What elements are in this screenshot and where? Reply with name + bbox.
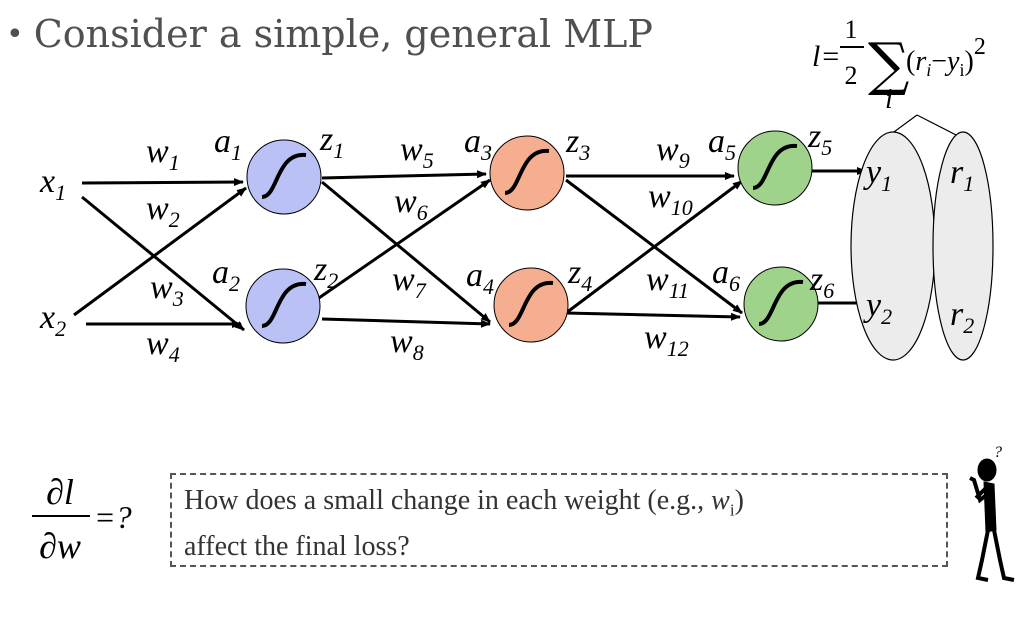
weight-label-w4: w4 [146,325,180,367]
edge-z1-a3 [321,170,487,180]
target-label-r1: r1 [950,154,974,196]
question-box: How does a small change in each weight (… [170,473,948,567]
output-label-z6: z6 [809,261,834,303]
question-text: How does a small change in each weight (… [184,483,744,565]
activation-label-a1: a1 [214,123,242,165]
neuron-4-body [493,267,569,343]
weight-label-w2: w2 [146,190,180,232]
edge-z2-a3 [315,178,491,302]
neuron-5-body [737,130,813,206]
sigmoid-icon [752,143,798,190]
weight-label-w8: w8 [390,323,424,365]
weight-label-w9: w9 [656,131,690,173]
neuron-2-body [245,268,321,344]
bullet-symbol: • [6,17,24,52]
heading-text: Consider a simple, general MLP [33,12,653,56]
loss-lhs: l= [812,40,841,73]
weight-label-w3: w3 [150,269,184,311]
activation-label-a4: a4 [466,257,494,299]
figure-leg-left [975,529,990,582]
loss-derivative: ∂l ∂w =? [28,466,158,581]
figure-head [977,458,997,482]
sigmoid-icon [508,280,554,327]
weight-label-w1: w1 [146,133,180,175]
question-line-1-prefix: How does a small change in each weight (… [184,485,712,516]
figure-arm [969,476,993,504]
output-label-z4: z4 [567,254,592,296]
prediction-label-y2: y2 [863,287,892,329]
activation-label-a5: a5 [708,123,736,165]
neurons [245,130,819,344]
neuron-4 [493,267,569,343]
edge-z4-a6 [565,311,741,321]
neuron-6 [743,266,819,342]
target-label-r2: r2 [950,296,974,338]
neuron-2 [245,268,321,344]
loss-sum-index: i [885,84,893,115]
weight-label-w11: w11 [646,261,689,303]
neuron-3 [489,135,565,211]
question-line-1: How does a small change in each weight (… [184,483,744,529]
weight-label-w6: w6 [394,183,428,225]
weight-label-w7: w7 [392,261,427,303]
weight-label-w10: w10 [648,178,693,220]
thinking-person-icon: ? [969,444,1015,582]
loss-pointer-right [916,114,963,139]
sigmoid-icon [261,281,307,328]
edge-x1-a1 [81,178,244,187]
derivative-rhs: =? [94,499,132,535]
neuron-1-body [246,139,322,215]
activation-label-a2: a2 [212,254,240,296]
edge-z2-a4 [321,317,491,328]
bullet-heading: • Consider a simple, general MLP [6,12,653,56]
neuron-5 [737,130,813,206]
neuron-6-body [743,266,819,342]
loss-formula: l= 1 2 ∑ i (ri−yi)2 [812,15,986,141]
target-ellipse [932,131,994,361]
question-line-2: affect the final loss? [184,530,410,562]
sigmoid-icon [758,279,804,326]
question-weight-symbol: w [711,485,730,516]
output-label-z1: z1 [319,121,344,163]
prediction-label-y1: y1 [863,154,892,196]
weight-label-w12: w12 [644,319,689,361]
activation-label-a3: a3 [464,123,492,165]
edge-z4-a5 [565,179,743,315]
loss-half-denominator: 2 [845,61,858,90]
loss-sum-symbol: ∑ [868,30,909,98]
edge-x1-a2 [81,195,245,332]
output-label-z5: z5 [807,118,832,160]
question-line-1-suffix: ) [734,485,744,516]
output-label-z2: z2 [313,251,338,293]
figure-leg-right [992,529,1015,582]
derivative-numerator: ∂l [46,472,74,512]
edge-z1-a4 [321,180,491,324]
input-label-x1: x1 [39,163,66,205]
neuron-1 [246,139,322,215]
output-label-z3: z3 [565,123,590,165]
question-weight-subscript: i [729,500,735,520]
derivative-fraction: ∂l ∂w =? [32,472,132,566]
edge-x2-a1 [73,186,247,317]
output-ellipse [850,131,936,361]
activation-label-a6: a6 [712,254,740,296]
loss-half-numerator: 1 [845,15,858,44]
input-label-x2: x2 [39,299,66,341]
derivative-denominator: ∂w [39,526,81,566]
loss-term: (ri−yi)2 [906,34,986,80]
diagram-labels: x1 x2 w1 w2 w3 w4 w5 w6 w7 w8 w9 w10 w11… [39,118,974,367]
neuron-3-body [489,135,565,211]
sigmoid-icon [261,152,307,199]
sigmoid-icon [504,148,550,195]
weight-label-w5: w5 [400,131,434,173]
question-mark: ? [994,444,1002,461]
